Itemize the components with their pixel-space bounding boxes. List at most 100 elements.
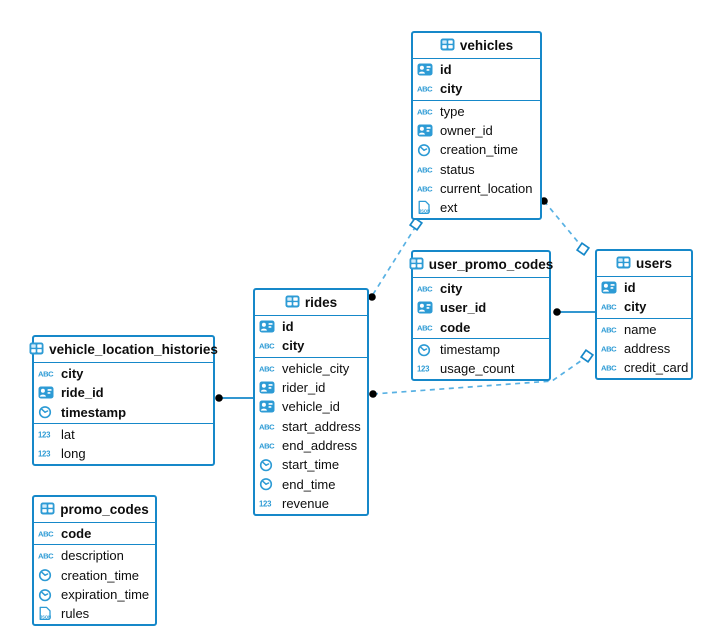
abc-text-icon: ABC — [38, 528, 57, 539]
field-row[interactable]: timestamp — [34, 403, 213, 422]
abc-text-icon: ABC — [417, 164, 436, 175]
field-row[interactable]: creation_time — [413, 140, 540, 159]
field-name: usage_count — [440, 361, 515, 377]
person-badge-icon — [259, 381, 278, 394]
svg-text:ABC: ABC — [417, 85, 433, 94]
abc-text-icon: ABC — [38, 368, 57, 379]
table-header[interactable]: user_promo_codes — [409, 252, 553, 278]
field-row[interactable]: id — [413, 60, 540, 79]
field-row[interactable]: timestamp — [413, 340, 549, 359]
numeric-123-icon: 123 — [38, 429, 57, 440]
svg-text:ABC: ABC — [601, 303, 617, 312]
field-name: creation_time — [440, 142, 519, 158]
abc-text-icon: ABC — [417, 83, 436, 94]
field-name: credit_card — [624, 360, 689, 376]
field-row[interactable]: owner_id — [413, 121, 540, 140]
field-row[interactable]: id — [255, 317, 367, 336]
field-row[interactable]: start_time — [255, 455, 367, 474]
field-row[interactable]: rider_id — [255, 378, 367, 397]
field-row[interactable]: ABC end_address — [255, 436, 367, 455]
field-row[interactable]: creation_time — [34, 566, 155, 585]
svg-text:ABC: ABC — [259, 422, 275, 431]
svg-text:ABC: ABC — [38, 370, 54, 379]
field-row[interactable]: 123 usage_count — [413, 359, 549, 378]
relationship-line-vehicles-users[interactable] — [543, 200, 584, 249]
field-row[interactable]: user_id — [413, 298, 549, 317]
table-grid-icon — [616, 256, 631, 272]
relationship-line-rides-users[interactable] — [372, 357, 586, 395]
field-name: city — [440, 281, 463, 297]
field-row[interactable]: ABC city — [34, 364, 213, 383]
field-row[interactable]: id — [597, 278, 691, 297]
table-header[interactable]: vehicle_location_histories — [29, 337, 218, 363]
table-grid-icon — [40, 502, 55, 518]
field-name: timestamp — [440, 342, 500, 358]
clock-icon — [38, 405, 57, 419]
json-document-icon: JSON — [38, 606, 57, 621]
numeric-123-icon: 123 — [259, 498, 278, 509]
field-name: start_address — [282, 418, 361, 434]
relationship-line-vehicles-rides[interactable] — [371, 225, 417, 297]
numeric-123-icon: 123 — [417, 363, 436, 374]
svg-text:ABC: ABC — [259, 441, 275, 450]
field-name: user_id — [440, 300, 487, 316]
table-grid-icon — [440, 38, 455, 54]
field-row[interactable]: vehicle_id — [255, 397, 367, 416]
table-header[interactable]: rides — [255, 290, 367, 316]
relationship-dot-marker — [369, 390, 377, 398]
abc-text-icon: ABC — [417, 322, 436, 333]
svg-text:123: 123 — [38, 431, 51, 440]
field-row[interactable]: end_time — [255, 474, 367, 493]
table-title: vehicle_location_histories — [49, 342, 218, 357]
svg-text:ABC: ABC — [417, 184, 433, 193]
abc-text-icon: ABC — [417, 106, 436, 117]
field-row[interactable]: ABC type — [413, 102, 540, 121]
person-badge-icon — [259, 320, 278, 333]
field-row[interactable]: expiration_time — [34, 585, 155, 604]
svg-text:ABC: ABC — [259, 364, 275, 373]
person-badge-icon — [38, 386, 57, 399]
table-header[interactable]: vehicles — [413, 33, 540, 59]
field-row[interactable]: ride_id — [34, 383, 213, 402]
table-header[interactable]: users — [597, 251, 691, 277]
svg-text:123: 123 — [38, 450, 51, 459]
field-row[interactable]: ABC start_address — [255, 416, 367, 435]
field-name: type — [440, 103, 465, 119]
field-name: end_address — [282, 437, 358, 453]
table-header[interactable]: promo_codes — [34, 497, 155, 523]
relationship-dot-marker — [553, 308, 561, 316]
table-title: users — [635, 256, 673, 271]
abc-text-icon: ABC — [417, 183, 436, 194]
relationship-diamond-marker — [575, 241, 591, 257]
field-name: city — [61, 366, 84, 382]
